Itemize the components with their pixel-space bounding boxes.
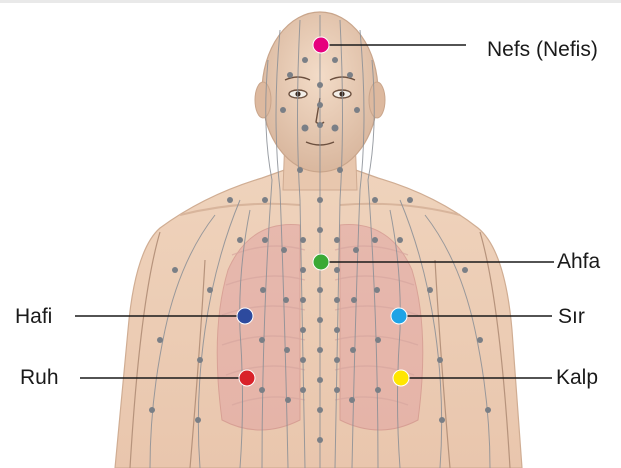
point-hafi	[237, 308, 253, 324]
point-kalp	[393, 370, 409, 386]
label-ruh: Ruh	[20, 366, 59, 390]
point-nefs	[313, 37, 329, 53]
point-ahfa	[313, 254, 329, 270]
ear-left	[255, 82, 271, 118]
label-hafi: Hafi	[15, 305, 52, 329]
label-kalp: Kalp	[556, 366, 598, 390]
label-sir: Sır	[558, 305, 585, 329]
ear-right	[369, 82, 385, 118]
label-ahfa: Ahfa	[557, 250, 600, 274]
point-sir	[391, 308, 407, 324]
point-ruh	[239, 370, 255, 386]
body-silhouette	[115, 12, 522, 468]
label-nefs: Nefs (Nefis)	[487, 38, 598, 62]
